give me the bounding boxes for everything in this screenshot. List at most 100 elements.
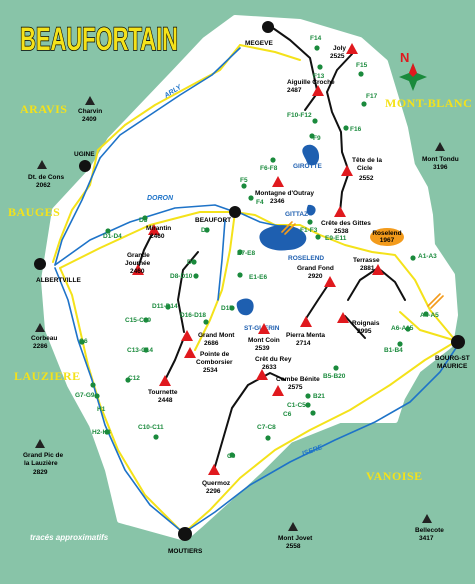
trail-point-d7: D7 bbox=[187, 259, 196, 266]
peak-grand-fond-name: Grand Fond bbox=[297, 265, 334, 272]
trail-point-h1: H1 bbox=[97, 406, 106, 413]
peak-grand-pic-alt: 2829 bbox=[33, 469, 48, 476]
trail-point-f16-dot bbox=[343, 125, 349, 131]
trail-point-g7g9: G7-G9 bbox=[75, 392, 95, 399]
trail-point-f4-dot bbox=[248, 195, 254, 201]
trail-point-e1e6-dot bbox=[237, 272, 243, 278]
peak-cret-rey-alt: 2633 bbox=[262, 364, 277, 371]
peak-quermoz-name: Quermoz bbox=[202, 480, 231, 487]
trail-point-c10c11-dot bbox=[153, 434, 159, 440]
peak-bellecote-icon bbox=[422, 514, 432, 523]
trail-point-d5-dot bbox=[142, 215, 148, 221]
peak-joly-name: Joly bbox=[333, 45, 346, 52]
peak-roignais-name: Roignais bbox=[352, 320, 380, 327]
town-moutiers-marker bbox=[178, 527, 192, 541]
trail-point-b5b20: B5-B20 bbox=[323, 373, 346, 380]
trail-point-f10f12-dot bbox=[312, 118, 318, 124]
trail-point-c9: C9 bbox=[227, 453, 236, 460]
town-beaufort-marker bbox=[229, 206, 241, 218]
region-vanoise: VANOISE bbox=[366, 469, 423, 483]
lake-gittaz-label: GITTAZ bbox=[285, 211, 308, 218]
lake-gittaz bbox=[306, 204, 316, 216]
trail-point-d16d18: D16-D18 bbox=[180, 312, 206, 319]
peak-combe-benite-name: Combe Bénite bbox=[276, 376, 320, 383]
peak-combe-benite-icon bbox=[272, 385, 284, 396]
peak-terrasse-alt: 2881 bbox=[360, 265, 375, 272]
trail-point-d1d4-dot bbox=[105, 228, 111, 234]
peak-quermoz-alt: 2296 bbox=[206, 488, 221, 495]
lakes bbox=[236, 144, 320, 316]
trail-point-f14-dot bbox=[314, 45, 320, 51]
lake-st-guerin bbox=[236, 298, 254, 316]
peak-mont-coin-alt: 2539 bbox=[255, 345, 270, 352]
peak-grand-mont-alt: 2686 bbox=[204, 340, 219, 347]
peak-mont-coin-icon bbox=[258, 323, 270, 334]
trail-point-f15-dot bbox=[358, 71, 364, 77]
peak-tete-cicle-icon bbox=[341, 165, 353, 176]
trail-point-c6-dot bbox=[310, 410, 316, 416]
peak-charvin-name: Charvin bbox=[78, 108, 102, 115]
peak-mont-jovet-name: Mont Jovet bbox=[278, 535, 313, 542]
trail-point-e9e11-dot bbox=[315, 234, 321, 240]
region-aravis: ARAVIS bbox=[20, 102, 67, 116]
peak-bellecote-name: Bellecote bbox=[415, 527, 444, 534]
peak-mont-jovet-icon bbox=[288, 522, 298, 531]
peak-tete-cicle-alt: 2552 bbox=[359, 175, 374, 182]
town-moutiers-label: MOUTIERS bbox=[168, 548, 203, 555]
peak-joly-alt: 2525 bbox=[330, 53, 345, 60]
peak-mont-tondu-alt: 3196 bbox=[433, 164, 448, 171]
town-bourg-label-1: BOURG-ST bbox=[435, 355, 470, 362]
peak-pierra-menta-icon bbox=[300, 316, 312, 327]
trail-point-a6a15: A6-A15 bbox=[391, 325, 414, 332]
peak-grand-pic-line1: Grand Pic de bbox=[23, 452, 63, 459]
town-megeve-marker bbox=[262, 21, 274, 33]
peak-mirantin-alt: 2460 bbox=[150, 233, 165, 240]
peak-corbeau-name: Corbeau bbox=[31, 335, 57, 342]
trail-point-c1c5-dot bbox=[305, 402, 311, 408]
peak-comborsier-line1: Pointe de bbox=[200, 351, 230, 358]
trail-point-e7e8-dot bbox=[237, 249, 243, 255]
trail-point-a6a15-dot bbox=[405, 326, 411, 332]
peak-dt-cons-icon bbox=[37, 160, 47, 169]
peak-grande-journee-icon bbox=[132, 264, 144, 275]
trail-point-d8d10-dot bbox=[193, 273, 199, 279]
peak-roignais-icon bbox=[337, 312, 349, 323]
peak-grand-pic-line2: la Lauzière bbox=[24, 460, 58, 467]
peak-tournette-alt: 2448 bbox=[158, 397, 173, 404]
peak-grand-mont-name: Grand Mont bbox=[198, 332, 235, 339]
peak-mont-jovet-alt: 2558 bbox=[286, 543, 301, 550]
pass-badge-year: 1967 bbox=[380, 237, 395, 244]
pass-badge bbox=[370, 228, 404, 246]
pass-markers bbox=[281, 221, 444, 309]
town-markers bbox=[34, 21, 465, 541]
ridges bbox=[137, 25, 406, 471]
lake-roselend bbox=[259, 225, 307, 251]
compass: N bbox=[399, 50, 427, 91]
region-lauziere: LAUZIERE bbox=[14, 369, 81, 383]
trail-point-c10c11: C10-C11 bbox=[138, 424, 164, 431]
peak-mirantin-name: Mirantin bbox=[146, 225, 171, 232]
lake-roselend-label: ROSELEND bbox=[288, 255, 324, 262]
peak-grande-journee-line2: Journée bbox=[125, 260, 151, 267]
trail-point-h2h3: H2-H3 bbox=[92, 429, 111, 436]
peak-aiguille-croche-icon bbox=[312, 85, 324, 96]
trail-point-dots bbox=[79, 45, 429, 458]
footer-note: tracés approximatifs bbox=[30, 533, 109, 542]
peak-grande-journee-line1: Grande bbox=[127, 252, 150, 259]
trail-point-a1a3-dot bbox=[410, 255, 416, 261]
peak-dt-cons-line1: Dt. de Cons bbox=[28, 174, 64, 181]
trail-point-a4a5: A4-A5 bbox=[420, 312, 439, 319]
peak-tournette-icon bbox=[159, 375, 171, 386]
peak-roignais-alt: 2995 bbox=[357, 328, 372, 335]
trail-point-b1b4-dot bbox=[397, 341, 403, 347]
peak-pierra-menta-alt: 2714 bbox=[296, 340, 311, 347]
trail-point-c1c5: C1-C5 bbox=[287, 402, 306, 409]
town-bourg-label-2: MAURICE bbox=[437, 363, 468, 370]
trail-point-b21: B21 bbox=[313, 393, 325, 400]
town-bourg-marker bbox=[451, 335, 465, 349]
peak-mont-tondu-icon bbox=[435, 142, 445, 151]
trail-point-h1-dot bbox=[94, 393, 100, 399]
trail-point-f16: F16 bbox=[350, 126, 362, 133]
trail-point-b1b4: B1-B4 bbox=[384, 347, 403, 354]
